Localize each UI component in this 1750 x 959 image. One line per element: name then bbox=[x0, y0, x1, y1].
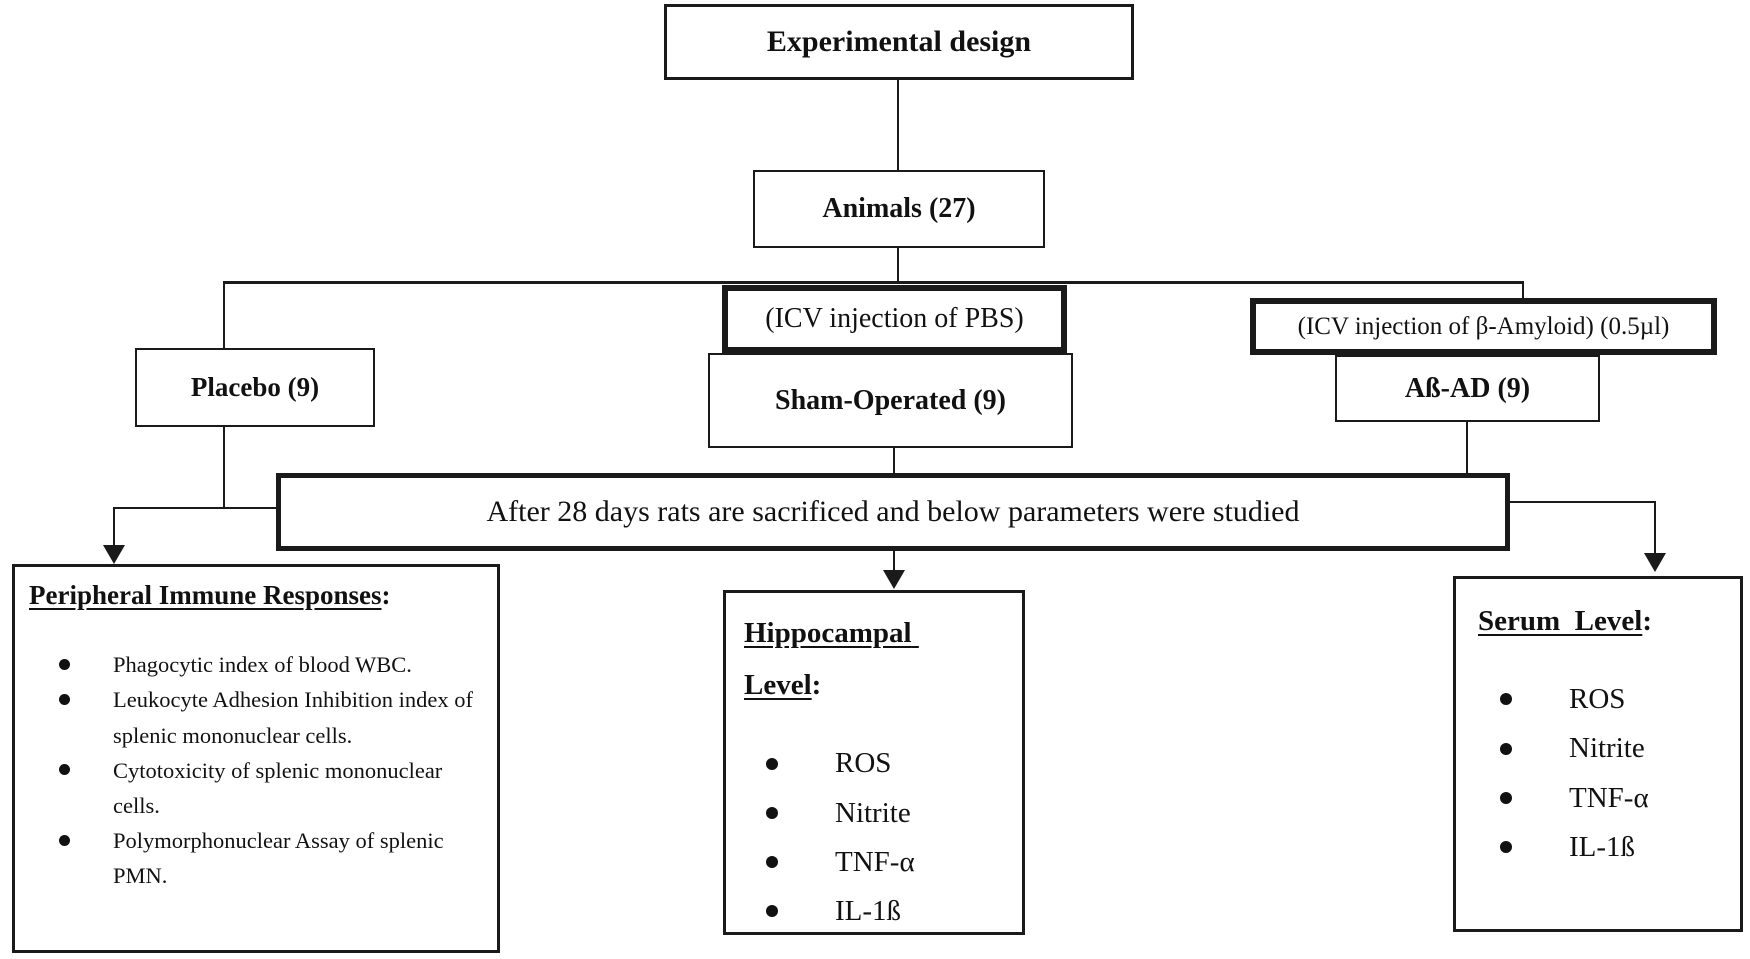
serum-list: ROS Nitrite TNF-α IL-1ß bbox=[1478, 681, 1730, 865]
animals-box: Animals (27) bbox=[753, 170, 1045, 248]
connector-right-arrow-line bbox=[1654, 501, 1656, 555]
connector-branch-to-amyloid bbox=[1522, 281, 1524, 301]
placebo-label: Placebo (9) bbox=[190, 372, 320, 402]
connector-abad-to-banner bbox=[1466, 422, 1468, 474]
icv-pbs-injection-box: (ICV injection of PBS) bbox=[722, 285, 1067, 353]
list-item: Cytotoxicity of splenic mononuclear cell… bbox=[29, 753, 485, 823]
connector-left-elbow bbox=[114, 507, 278, 509]
list-item: Phagocytic index of blood WBC. bbox=[29, 647, 485, 682]
abad-label: Aß-AD (9) bbox=[1404, 372, 1531, 404]
icv-amyloid-label: (ICV injection of β-Amyloid) (0.5µl) bbox=[1297, 312, 1670, 340]
diagram-title: Experimental design bbox=[766, 25, 1032, 58]
list-item: ROS bbox=[744, 745, 1012, 781]
peripheral-immune-box: Peripheral Immune Responses: Phagocytic … bbox=[12, 564, 500, 953]
connector-animals-to-branch bbox=[897, 248, 899, 284]
title-box: Experimental design bbox=[664, 4, 1134, 80]
list-item: Leukocyte Adhesion Inhibition index of s… bbox=[29, 682, 485, 752]
left-arrowhead-icon bbox=[103, 545, 125, 564]
hippocampal-title: Hippocampal Level: bbox=[744, 617, 919, 702]
serum-title: Serum Level: bbox=[1478, 605, 1652, 637]
connector-sham-to-banner bbox=[893, 448, 895, 474]
list-item: IL-1ß bbox=[1478, 829, 1730, 865]
icv-amyloid-injection-box: (ICV injection of β-Amyloid) (0.5µl) bbox=[1250, 298, 1717, 355]
connector-placebo-down bbox=[223, 427, 225, 509]
placebo-group-box: Placebo (9) bbox=[135, 348, 375, 427]
connector-branch-to-placebo bbox=[223, 281, 225, 349]
peripheral-list: Phagocytic index of blood WBC. Leukocyte… bbox=[29, 647, 485, 893]
sham-group-box: Sham-Operated (9) bbox=[708, 353, 1073, 448]
connector-mid-arrow-line bbox=[893, 551, 895, 573]
list-item: IL-1ß bbox=[744, 893, 1012, 929]
list-item: Polymorphonuclear Assay of splenic PMN. bbox=[29, 823, 485, 893]
hippocampal-list: ROS Nitrite TNF-α IL-1ß bbox=[744, 745, 1012, 929]
connector-left-arrow-line bbox=[113, 507, 115, 547]
right-arrowhead-icon bbox=[1644, 553, 1666, 572]
connector-branch-horizontal bbox=[224, 281, 1524, 284]
animals-label: Animals (27) bbox=[822, 193, 976, 224]
abad-group-box: Aß-AD (9) bbox=[1335, 355, 1600, 422]
peripheral-title: Peripheral Immune Responses: bbox=[29, 580, 391, 610]
sham-label: Sham-Operated (9) bbox=[775, 384, 1006, 416]
hippocampal-level-box: Hippocampal Level: ROS Nitrite TNF-α IL-… bbox=[723, 590, 1025, 935]
sacrifice-banner-box: After 28 days rats are sacrificed and be… bbox=[276, 473, 1510, 551]
icv-pbs-label: (ICV injection of PBS) bbox=[765, 303, 1024, 334]
connector-right-elbow bbox=[1510, 501, 1656, 503]
middle-arrowhead-icon bbox=[883, 570, 905, 589]
list-item: ROS bbox=[1478, 681, 1730, 717]
list-item: TNF-α bbox=[744, 844, 1012, 880]
list-item: Nitrite bbox=[1478, 730, 1730, 766]
list-item: TNF-α bbox=[1478, 780, 1730, 816]
list-item: Nitrite bbox=[744, 795, 1012, 831]
sacrifice-banner-label: After 28 days rats are sacrificed and be… bbox=[486, 495, 1300, 528]
connector-title-to-animals bbox=[897, 80, 899, 170]
serum-level-box: Serum Level: ROS Nitrite TNF-α IL-1ß bbox=[1453, 576, 1743, 932]
